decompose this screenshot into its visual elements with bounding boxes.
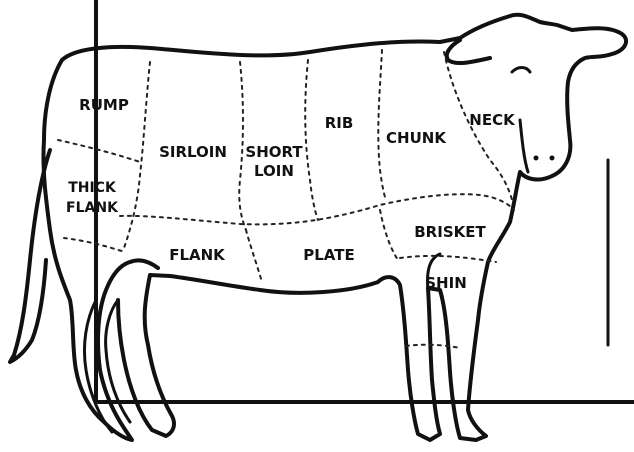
label-short-loin-line1: SHORT xyxy=(245,143,303,161)
cow-ear xyxy=(447,40,490,63)
label-flank: FLANK xyxy=(169,246,226,264)
label-shin: SHIN xyxy=(425,274,467,292)
label-thick-flank-line2: FLANK xyxy=(66,200,119,216)
cow-face-line xyxy=(520,120,528,172)
label-chunk: CHUNK xyxy=(386,129,447,147)
label-short-loin-line2: LOIN xyxy=(254,162,294,180)
cow-rear-outline xyxy=(43,60,158,440)
cow-eye-area xyxy=(512,68,530,73)
left-nostril-icon xyxy=(534,156,539,161)
label-brisket: BRISKET xyxy=(414,223,486,241)
label-rib: RIB xyxy=(325,114,354,132)
label-sirloin: SIRLOIN xyxy=(159,143,227,161)
cut-lines xyxy=(58,50,514,348)
label-neck: NECK xyxy=(469,111,516,129)
label-plate: PLATE xyxy=(303,246,354,264)
label-thick-flank-line1: THICK xyxy=(68,180,117,196)
cow-body-outline xyxy=(62,15,626,440)
label-rump: RUMP xyxy=(79,96,129,114)
right-nostril-icon xyxy=(550,156,555,161)
